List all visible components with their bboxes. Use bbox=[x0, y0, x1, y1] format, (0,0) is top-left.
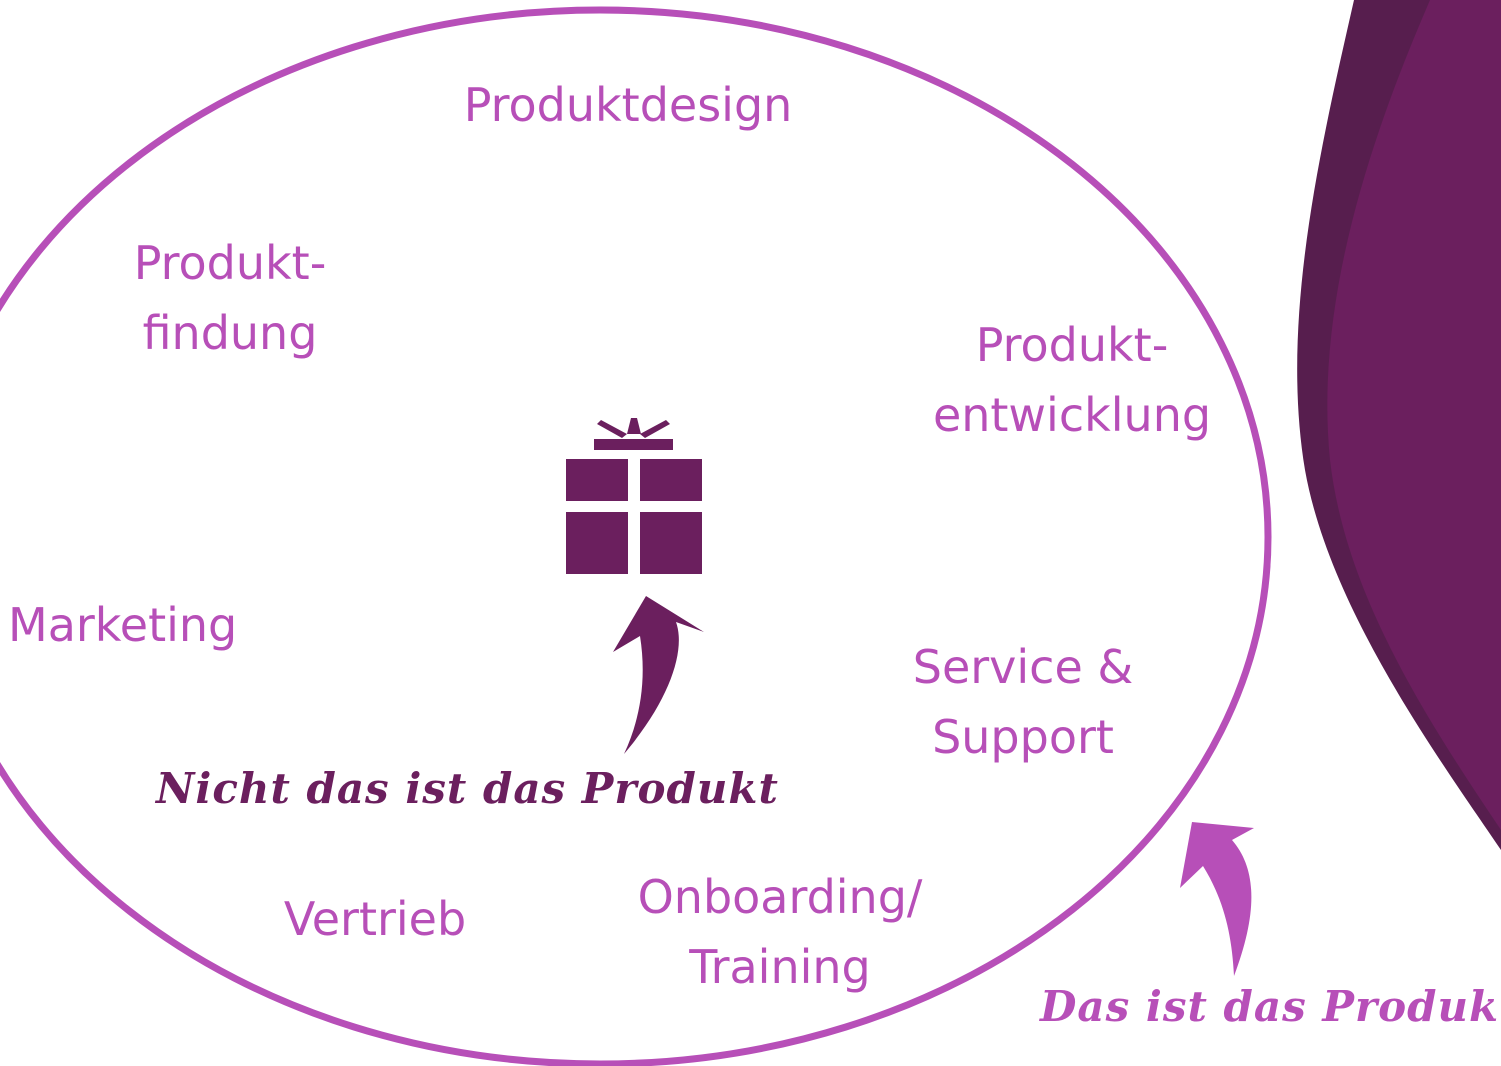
label-produktentwicklung-line2: entwicklung bbox=[932, 388, 1212, 442]
label-service-support-line2: Support bbox=[932, 710, 1114, 764]
product-ellipse bbox=[0, 6, 1272, 1066]
label-onboarding-training-line2: Training bbox=[689, 940, 871, 994]
label-marketing: Marketing bbox=[8, 598, 238, 652]
caption-inner: Nicht das ist das Produkt bbox=[156, 764, 779, 813]
label-onboarding-training-line1: Onboarding/ bbox=[637, 870, 923, 924]
label-produktfindung: Produkt- findung bbox=[100, 228, 360, 368]
label-onboarding-training: Onboarding/ Training bbox=[630, 862, 930, 1002]
label-service-support-line1: Service & bbox=[912, 640, 1134, 694]
caption-outer: Das ist das Produkt bbox=[1040, 982, 1501, 1031]
label-produktentwicklung: Produkt- entwicklung bbox=[922, 310, 1222, 450]
label-produktfindung-line2: findung bbox=[142, 306, 318, 360]
label-vertrieb: Vertrieb bbox=[283, 892, 467, 946]
label-service-support: Service & Support bbox=[898, 632, 1148, 772]
arrow-to-gift-icon bbox=[613, 596, 704, 754]
decorative-wave-light bbox=[1327, 0, 1501, 830]
arrow-to-ellipse-icon bbox=[1180, 822, 1254, 976]
label-produktfindung-line1: Produkt- bbox=[133, 236, 327, 290]
label-produktentwicklung-line1: Produkt- bbox=[975, 318, 1169, 372]
label-produktdesign: Produktdesign bbox=[463, 78, 793, 132]
gift-icon bbox=[566, 418, 702, 574]
